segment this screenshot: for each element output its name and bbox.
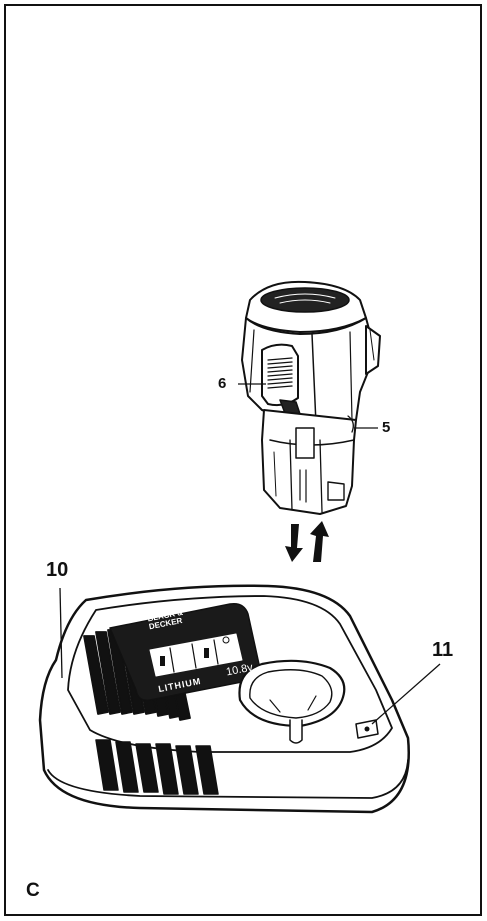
leader-11 <box>371 663 441 725</box>
leader-10 <box>59 587 63 679</box>
callout-10: 10 <box>46 559 69 581</box>
insert-remove-arrows <box>285 521 329 562</box>
callout-6: 6 <box>218 375 227 392</box>
charger-base <box>38 584 410 814</box>
callout-11: 11 <box>432 639 454 661</box>
callout-5: 5 <box>382 419 391 436</box>
figure-letter: C <box>26 880 40 901</box>
page-frame <box>4 4 482 916</box>
battery-pack <box>241 280 381 515</box>
